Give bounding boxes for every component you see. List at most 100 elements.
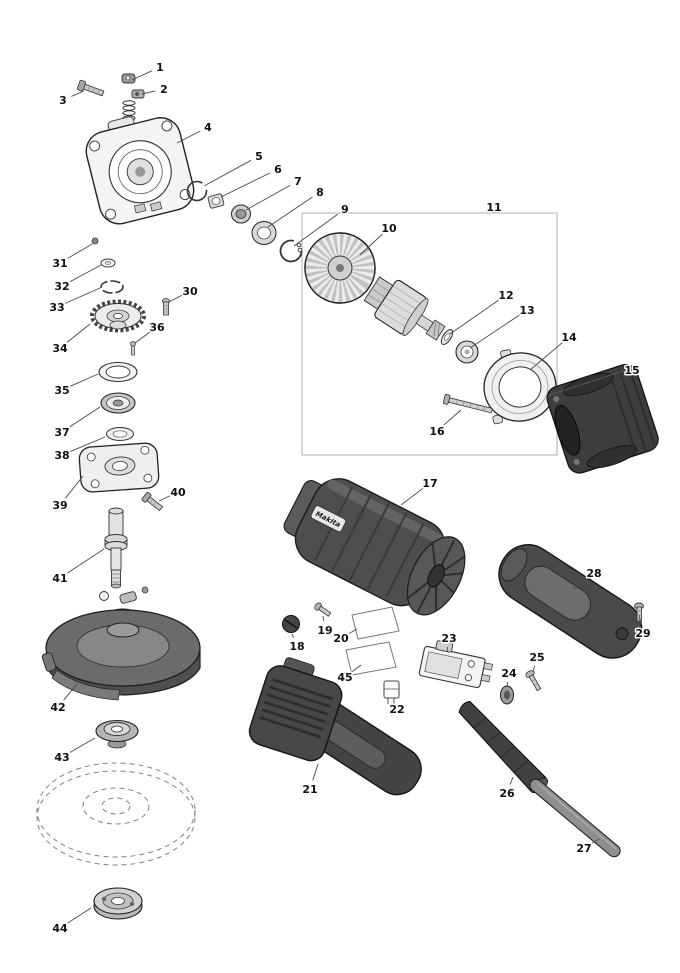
label-sheet-20 [351,606,400,640]
motor-housing-17: Makita [283,478,466,616]
gear-housing-cover [85,116,195,225]
bevel-gear-34 [90,299,146,333]
leader-line-38 [70,436,106,452]
capacitor-22 [383,680,400,704]
leader-line-18 [291,633,294,638]
callout-label-10: 10 [381,222,397,235]
bearing-box-39 [78,442,160,493]
leader-line-31 [67,243,93,259]
lock-parts [99,586,149,604]
lock-nut-44 [93,887,143,920]
callout-label-29: 29 [635,627,650,640]
screw-36 [130,341,136,356]
callout-label-8: 8 [316,186,324,199]
screw-29 [634,602,644,622]
callout-label-4: 4 [204,121,212,134]
callout-label-3: 3 [59,94,67,107]
leader-line-21 [312,763,319,781]
callout-label-39: 39 [52,499,67,512]
leader-line-42 [63,683,78,701]
leader-line-35 [70,373,99,387]
pin-part [91,237,99,245]
armature [304,232,446,341]
assembly-group-box [301,212,558,456]
label-sheet-45 [345,641,397,676]
leader-line-37 [69,406,101,428]
leader-line-17 [400,488,424,506]
callout-label-35: 35 [54,384,69,397]
leader-line-29 [638,614,642,625]
washer-12 [440,329,454,345]
callout-label-14: 14 [561,331,577,344]
callout-label-33: 33 [49,301,64,314]
callout-label-36: 36 [149,321,165,334]
grinding-wheel-outline [36,762,196,866]
leader-line-39 [65,475,84,499]
callout-label-17: 17 [422,477,437,490]
callout-label-15: 15 [624,364,639,377]
screw-16 [442,394,493,414]
leader-line-33 [65,287,101,304]
screw-40 [141,491,164,512]
callout-label-7: 7 [294,175,302,188]
bearing-8 [251,221,277,245]
leader-line-30 [168,294,183,303]
flat-washer-32 [100,258,116,268]
callout-label-24: 24 [501,667,517,680]
handle-cover-28 [498,544,643,659]
callout-label-23: 23 [441,632,456,645]
callout-label-42: 42 [50,701,65,714]
leader-line-26 [509,776,514,785]
callout-label-2: 2 [160,83,168,96]
o-ring-5 [186,180,208,202]
leader-line-1 [131,70,153,81]
callout-label-19: 19 [317,624,332,637]
leader-line-7 [245,184,291,211]
circlip-9 [279,239,303,263]
inner-flange-43 [95,719,139,749]
leader-line-43 [69,737,96,753]
callout-label-28: 28 [586,567,601,580]
handle-housing-21 [248,657,422,796]
round-nut-7 [231,204,251,224]
leader-line-15 [612,376,627,393]
brush-cap-18 [282,615,300,633]
spindle-41 [104,507,128,589]
leader-line-44 [67,907,92,924]
screw-30 [162,298,170,316]
nut-6 [207,193,225,209]
leader-line-45 [351,664,362,672]
leader-line-10 [359,233,383,256]
callout-label-13: 13 [519,304,534,317]
callout-label-18: 18 [289,640,304,653]
leader-line-24 [506,681,509,688]
bar-handle-27 [529,778,621,858]
leader-line-28 [573,578,588,590]
leader-line-8 [267,196,313,228]
callout-label-25: 25 [529,651,544,664]
ball-bearing-37 [100,392,136,414]
leader-line-40 [158,495,171,502]
callout-label-34: 34 [52,342,68,355]
callout-layer: 1234567891011121314151617181920212223242… [48,60,652,937]
callout-label-26: 26 [499,787,515,800]
leader-line-6 [220,172,271,198]
leader-line-20 [348,628,358,634]
leader-line-34 [66,323,91,343]
leader-line-32 [69,264,102,283]
leader-line-12 [449,299,499,335]
leader-line-41 [67,548,105,574]
callout-label-12: 12 [498,289,513,302]
callout-label-5: 5 [255,150,263,163]
leader-line-3 [71,90,85,97]
leader-line-27 [591,838,600,844]
field-stator-15 [546,363,659,474]
callout-label-32: 32 [54,280,69,293]
callout-label-1: 1 [156,61,164,74]
callout-label-30: 30 [182,285,198,298]
wheel-guard-42 [41,608,201,701]
leader-line-4 [176,130,201,144]
callout-label-40: 40 [170,486,186,499]
